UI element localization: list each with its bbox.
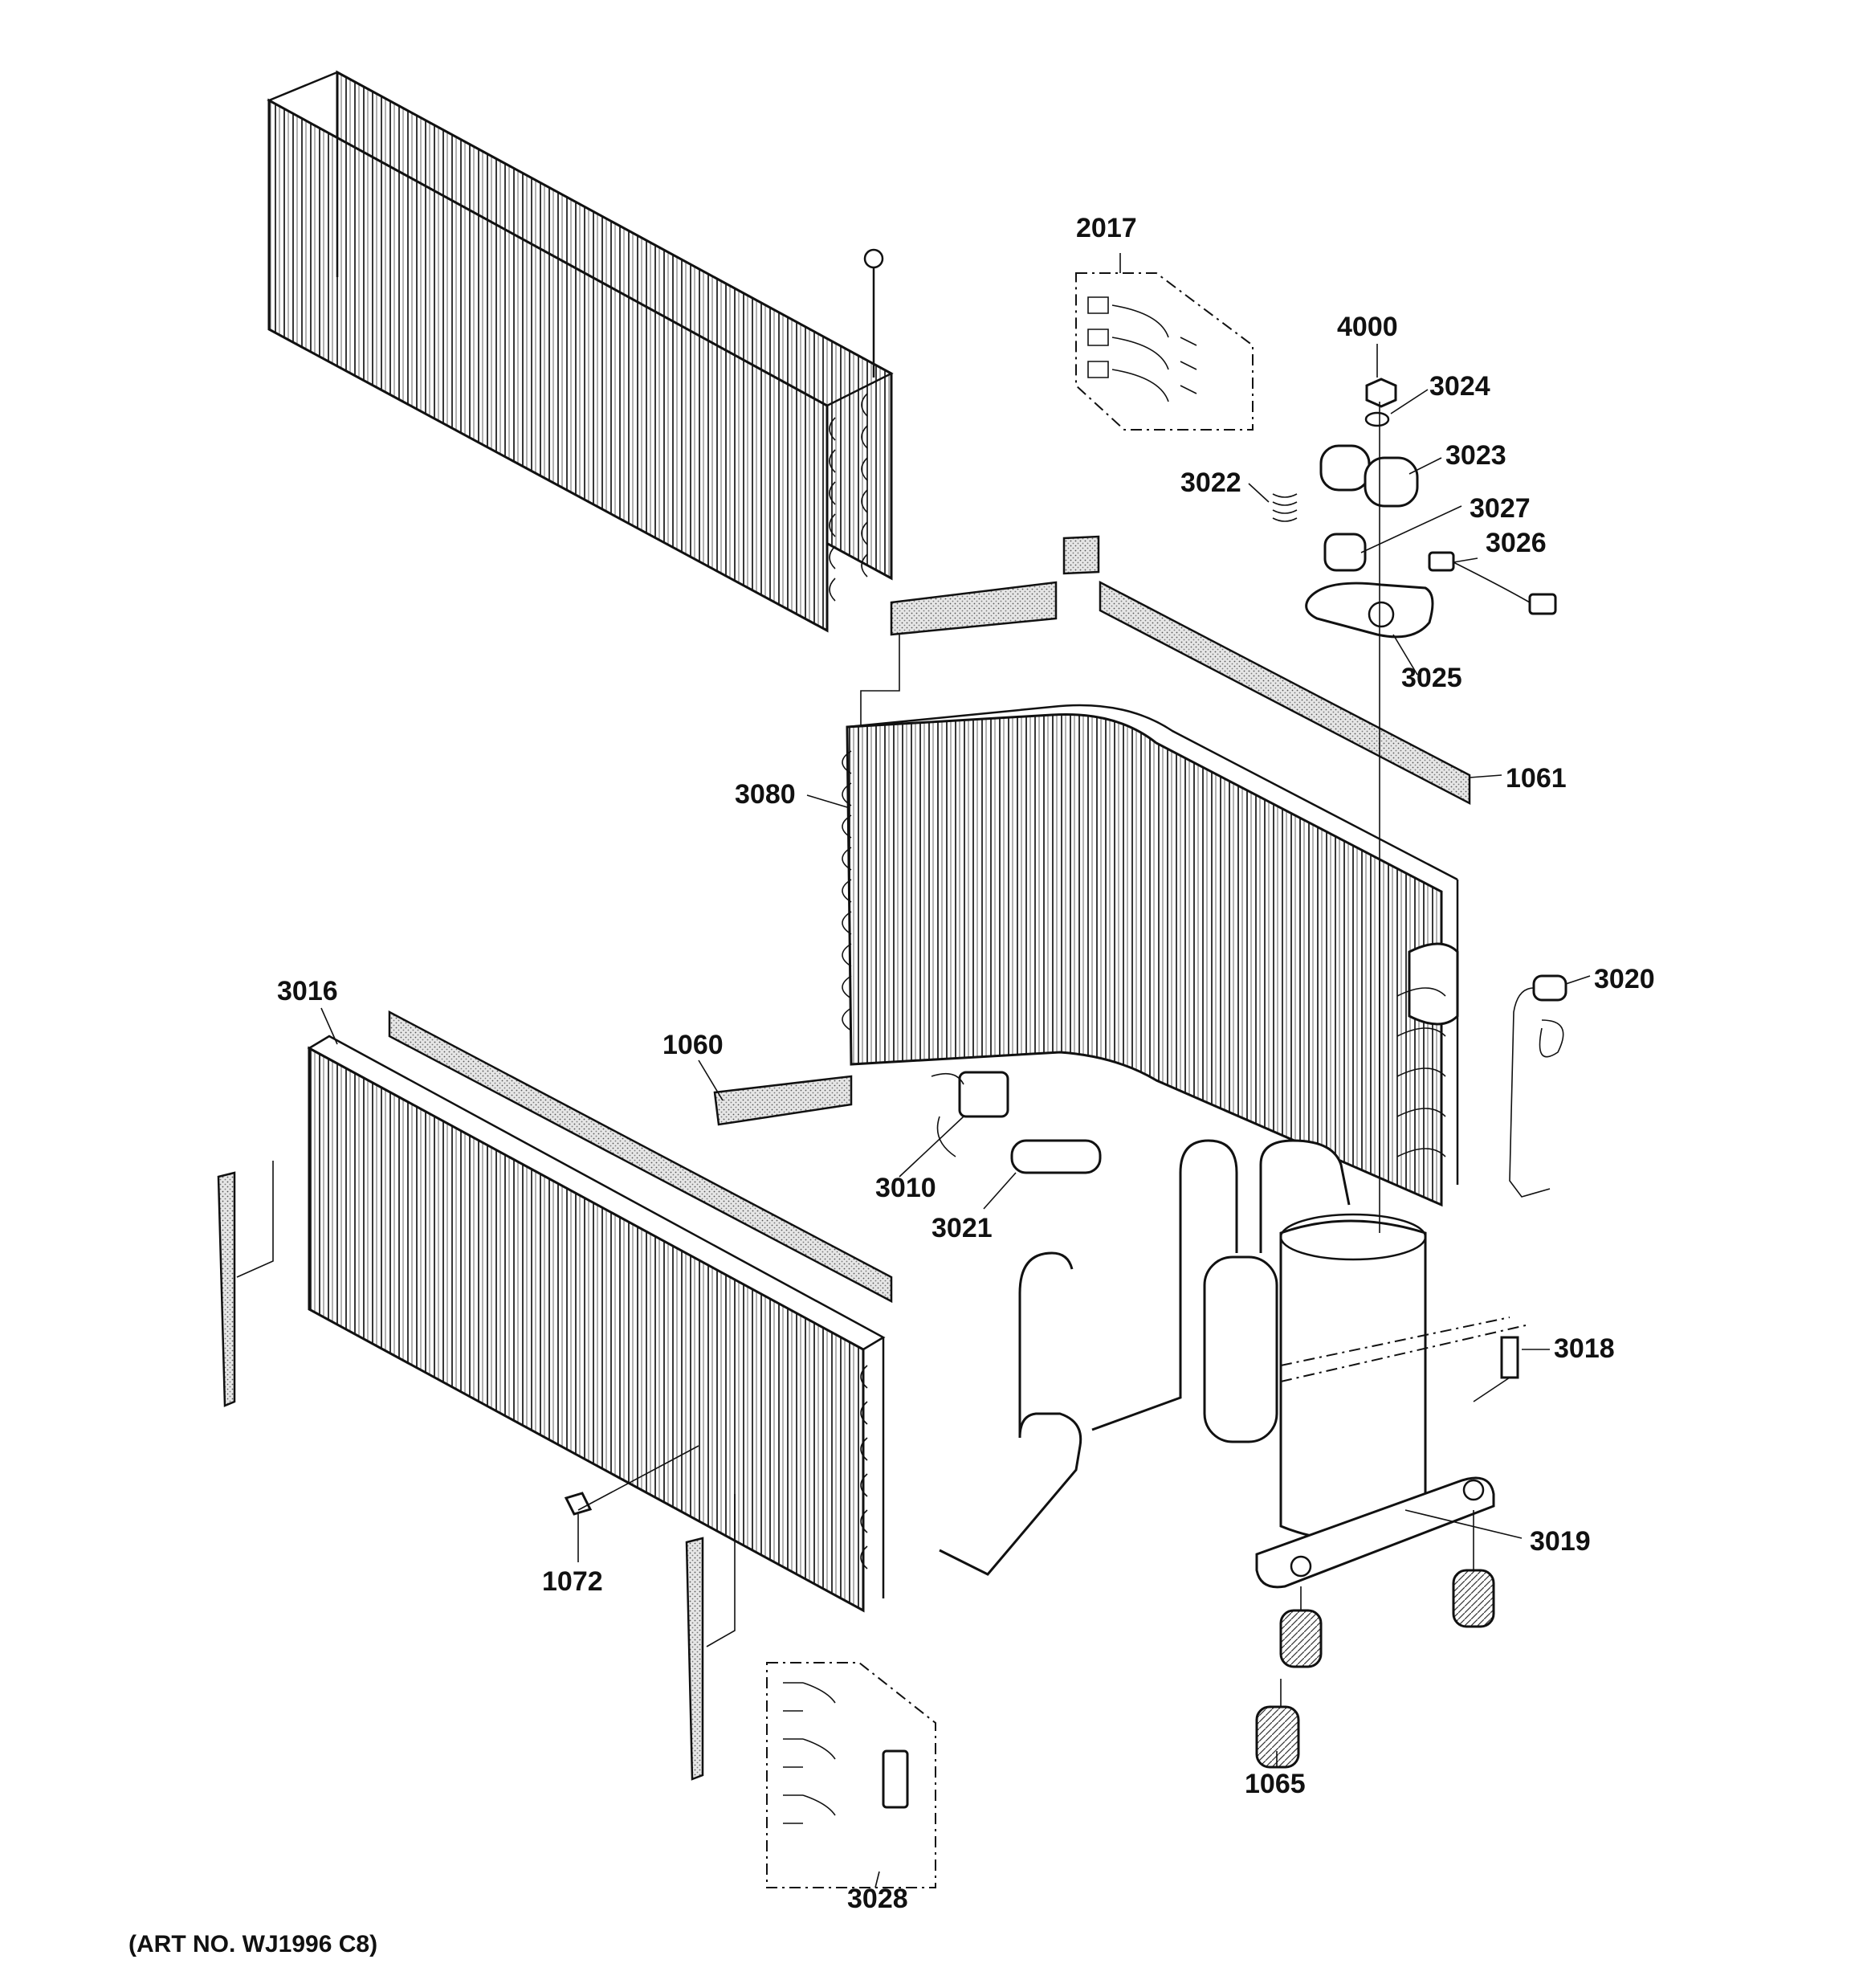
label-3024: 3024 (1429, 371, 1490, 402)
label-3021: 3021 (932, 1213, 993, 1243)
label-3019: 3019 (1530, 1526, 1591, 1557)
label-1061: 1061 (1506, 763, 1567, 794)
grommets (1255, 1569, 1495, 1769)
label-3080: 3080 (735, 779, 796, 810)
compressor-assembly (931, 1071, 1527, 1769)
label-1065: 1065 (1245, 1769, 1306, 1799)
label-3016: 3016 (277, 976, 338, 1006)
label-3020: 3020 (1594, 964, 1655, 994)
overload-and-terminal-parts (564, 272, 1567, 1888)
evaporator-coil (842, 704, 1459, 1207)
part-number-labels: 2017 4000 3024 3023 3022 3027 3026 3025 … (128, 213, 1655, 1957)
label-3026: 3026 (1486, 528, 1547, 558)
label-3023: 3023 (1445, 440, 1506, 471)
bottom-condenser-coil (217, 1035, 886, 1781)
top-condenser-coil (267, 70, 894, 633)
label-3028: 3028 (847, 1884, 908, 1914)
label-3010: 3010 (875, 1173, 936, 1203)
foam-strips (388, 535, 1471, 1304)
callout-leaders (320, 253, 1591, 1888)
label-3027: 3027 (1470, 493, 1531, 524)
label-3025: 3025 (1401, 663, 1462, 693)
label-4000: 4000 (1337, 312, 1398, 342)
label-3022: 3022 (1180, 467, 1241, 498)
label-2017: 2017 (1076, 213, 1137, 243)
art-number: (ART NO. WJ1996 C8) (128, 1931, 377, 1957)
label-1072: 1072 (542, 1566, 603, 1597)
label-3018: 3018 (1554, 1333, 1615, 1364)
label-1060: 1060 (662, 1030, 724, 1060)
